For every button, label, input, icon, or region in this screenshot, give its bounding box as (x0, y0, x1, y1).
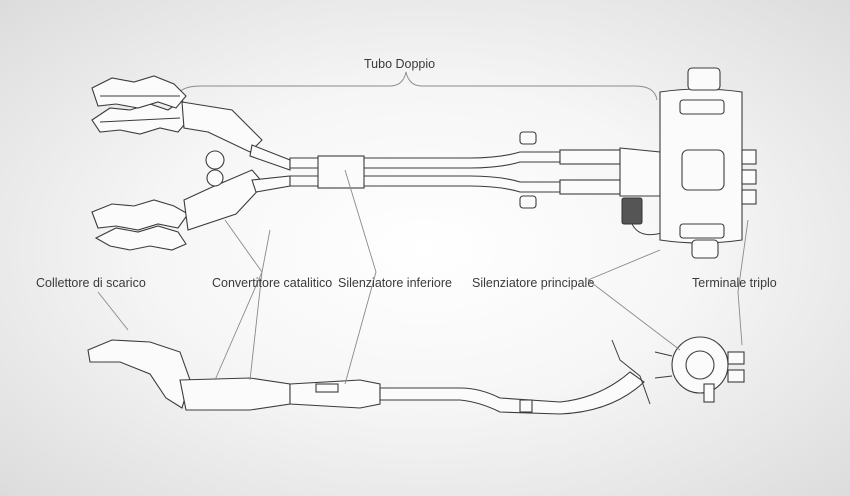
manifold-lower (91, 199, 189, 251)
label-manifold: Collettore di scarico (36, 276, 146, 290)
main-muffler-top (659, 67, 757, 259)
label-main-muffler: Silenziatore principale (472, 276, 595, 290)
leader-manifold (97, 291, 129, 331)
side-view (87, 336, 745, 415)
leader-tailpipe (737, 219, 749, 346)
leader-lower-muffler (344, 169, 377, 385)
leader-main-muffler (587, 249, 681, 351)
leader-catalytic (214, 219, 271, 381)
twin-pipes-top (289, 131, 666, 236)
top-view (91, 67, 757, 259)
label-catalytic: Convertitore catalitico (212, 276, 333, 290)
label-tubo-doppio: Tubo Doppio (364, 57, 436, 71)
label-lower-muffler: Silenziatore inferiore (338, 276, 452, 290)
label-tailpipe: Terminale triplo (692, 276, 777, 290)
tubo-doppio-bracket (174, 71, 658, 101)
catalytic-converters-top (181, 101, 291, 231)
manifold-upper (91, 75, 191, 135)
